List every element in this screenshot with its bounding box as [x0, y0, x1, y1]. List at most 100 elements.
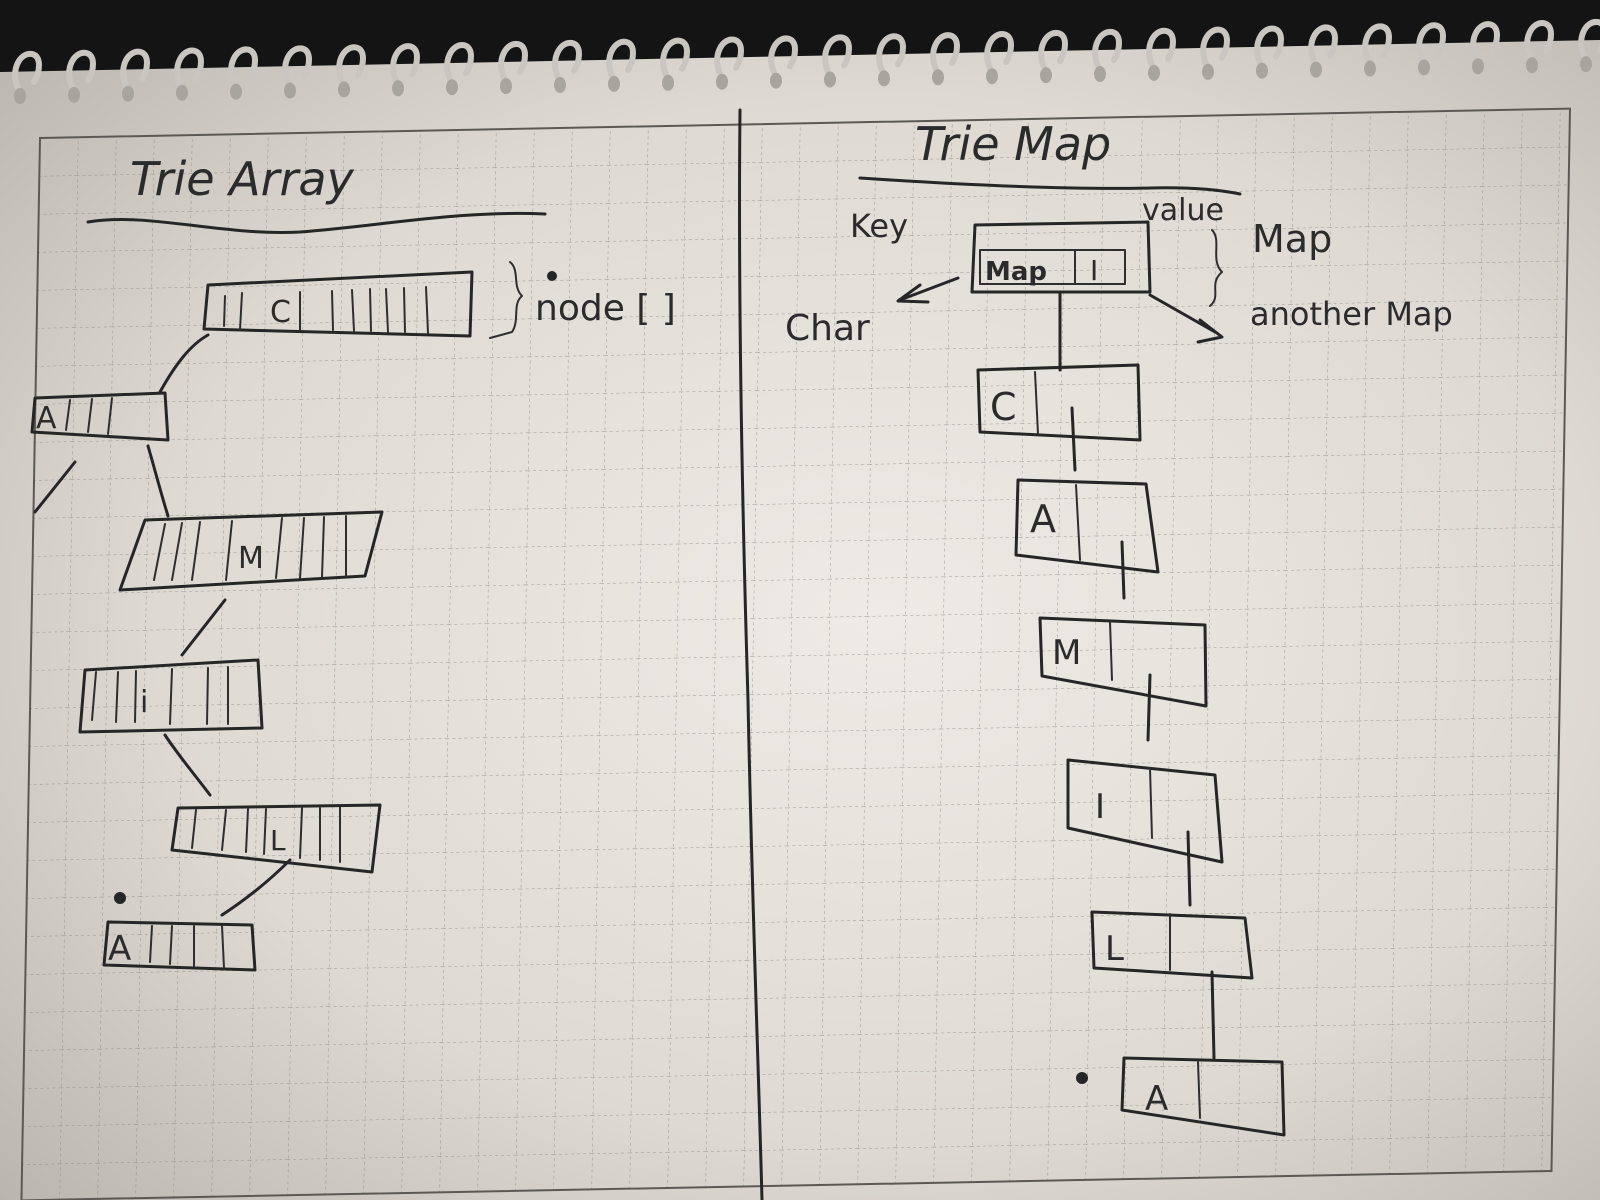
binding-hole [446, 79, 458, 96]
map-node-5: L [1090, 910, 1254, 980]
spiral-ring [876, 33, 906, 74]
binding-hole [662, 74, 674, 91]
spiral-ring [1524, 20, 1554, 61]
cell-letter-a-bottom: A [108, 929, 131, 969]
spiral-ring [1416, 22, 1446, 63]
binding-hole [1040, 67, 1052, 84]
map-node-4: I [1066, 758, 1224, 864]
spiral-ring [282, 45, 312, 86]
binding-hole [1472, 58, 1484, 75]
grid-area [20, 107, 1572, 1200]
chain-key: C [990, 385, 1017, 429]
array-node-top: C [202, 270, 474, 338]
link-line [1070, 406, 1077, 472]
link-line [158, 333, 210, 394]
brace-map [1209, 229, 1223, 307]
root-value-cell: I [1090, 254, 1098, 287]
binding-hole [608, 75, 620, 92]
spiral-ring [444, 42, 474, 83]
char-label: Char [785, 308, 870, 349]
map-node-1: C [976, 363, 1142, 442]
spiral-ring [336, 44, 366, 85]
binding-hole [770, 72, 782, 89]
spiral-ring [1146, 27, 1176, 68]
arrowhead [896, 283, 930, 304]
map-label: Map [1252, 217, 1332, 261]
spiral-ring [552, 39, 582, 80]
link-line [146, 444, 170, 518]
trie-array-title: Trie Array [130, 152, 355, 206]
spiral-ring [1578, 19, 1600, 60]
binding-hole [1580, 56, 1592, 73]
binding-hole [1418, 59, 1430, 76]
binding-hole [14, 88, 26, 104]
arrow-to-another-map [1148, 293, 1217, 334]
spiral-ring [930, 32, 960, 73]
link-line [220, 858, 292, 917]
node-array-label: node [ ] [535, 288, 676, 329]
spiral-ring [714, 36, 744, 77]
binding-hole [1256, 62, 1268, 79]
spiral-ring [1362, 23, 1392, 64]
spiral-ring [1038, 30, 1068, 71]
binding-hole [284, 82, 296, 99]
trie-map-title: Trie Map [915, 117, 1111, 171]
chain-key: A [1145, 1079, 1168, 1119]
map-root-node: Map I [970, 220, 1152, 294]
arrow-to-char [898, 276, 960, 302]
binding-hole [824, 71, 836, 88]
spiral-ring [606, 38, 636, 79]
chain-key: I [1095, 787, 1105, 827]
title-underline [86, 211, 547, 234]
binding-hole [68, 86, 80, 103]
binding-hole [1526, 57, 1538, 74]
chain-key: L [1105, 929, 1124, 969]
spiral-ring [984, 31, 1014, 72]
value-label: value [1142, 193, 1224, 228]
divider-line [737, 108, 764, 1200]
spiral-ring [768, 35, 798, 76]
title-underline [858, 176, 1242, 196]
chain-key: A [1030, 497, 1056, 541]
spiral-ring [1254, 25, 1284, 66]
binding-hole [338, 81, 350, 98]
spiral-ring [1308, 24, 1338, 65]
spiral-ring [174, 47, 204, 88]
spiral-ring [390, 43, 420, 84]
link-line [1146, 673, 1152, 742]
binding-hole [932, 69, 944, 86]
ink-dot [114, 892, 126, 904]
spiral-ring [228, 46, 258, 87]
binding-hole [392, 80, 404, 97]
arrowhead [1196, 318, 1224, 344]
binding-hole [1202, 63, 1214, 80]
spiral-binding [12, 19, 1600, 104]
link-line [180, 598, 227, 657]
another-map-label: another Map [1250, 295, 1453, 333]
binding-hole [230, 83, 242, 100]
spiral-ring [12, 50, 42, 91]
spiral-ring [1092, 28, 1122, 69]
cell-letter-l: L [270, 824, 286, 857]
key-label: Key [850, 207, 908, 245]
link-line [1210, 970, 1216, 1060]
binding-hole [878, 70, 890, 87]
root-key-cell: Map [985, 257, 1047, 287]
link-line [1120, 540, 1126, 600]
spiral-ring [1470, 21, 1500, 62]
binding-hole [986, 68, 998, 85]
binding-hole [554, 77, 566, 93]
array-node-fifth: L [170, 803, 382, 874]
cell-letter-a: A [36, 401, 57, 436]
binding-hole [176, 84, 188, 101]
map-node-3: M [1038, 616, 1208, 708]
cell-letter-c: C [270, 295, 291, 330]
binding-hole [1364, 60, 1376, 77]
binding-hole [1310, 61, 1322, 78]
array-node-second: A [30, 391, 170, 442]
link-line [163, 733, 212, 797]
map-node-6: A [1120, 1056, 1286, 1137]
link-line [1186, 830, 1192, 907]
array-node-third: M [118, 510, 384, 592]
array-node-fourth: i [78, 658, 264, 734]
